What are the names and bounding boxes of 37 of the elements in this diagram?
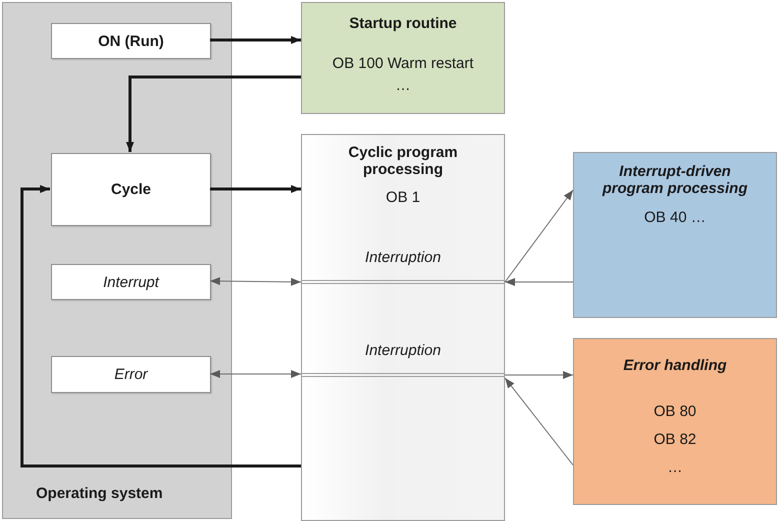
arrow [504,190,574,282]
arrow [504,371,574,379]
box-title: Startup routine [348,15,458,32]
box-title: Interrupt-driven program processing [601,163,749,197]
box-title: Error handling [622,357,728,374]
program-column [301,134,505,521]
process-box [51,264,211,300]
box-label: Error [113,366,149,383]
routine-box [301,2,505,114]
box-label: OB 40 … [643,209,707,226]
box-label: OB 80 [652,403,698,420]
arrow [210,36,301,44]
box-label: Interruption [364,342,442,359]
arrow [210,277,302,286]
arrow [210,370,302,378]
box-label: Cycle [110,181,152,198]
box-label: … [666,459,684,476]
process-box [51,153,211,226]
box-label: Interrupt [102,274,160,291]
arrow [504,378,574,466]
box-label: OB 100 Warm restart [331,55,475,72]
routine-box [573,152,777,318]
box-label: OB 1 [384,189,422,206]
box-label: Interruption [364,249,442,266]
box-title: Cyclic program processing [347,144,459,178]
box-label: Operating system [36,485,163,502]
routine-box [573,338,777,505]
arrow [210,185,301,193]
arrow [20,185,301,468]
arrow [504,278,574,286]
arrow [126,76,301,152]
process-box [51,23,211,59]
box-label: ON (Run) [97,33,165,50]
box-label: OB 82 [652,431,698,448]
box-label: … [394,77,412,94]
system-panel [2,2,232,519]
process-box [51,356,211,393]
